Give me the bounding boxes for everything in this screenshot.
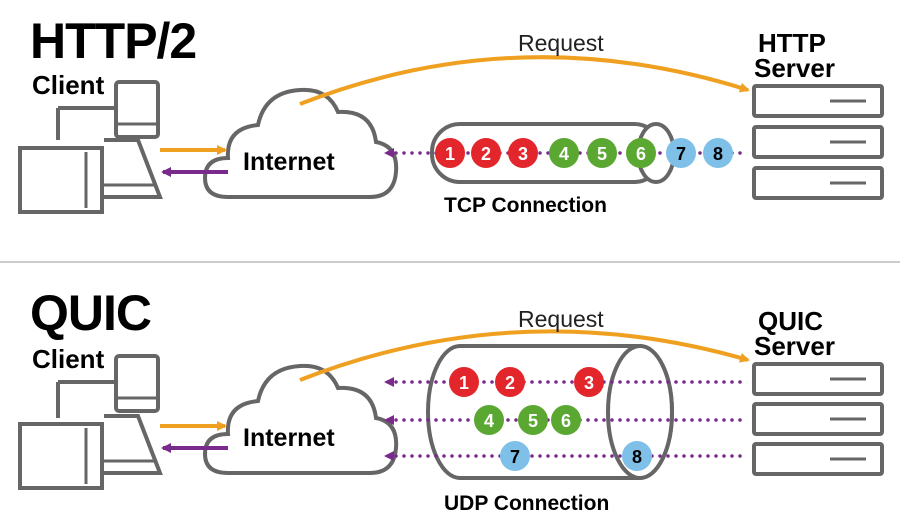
http2-tower-pc-icon xyxy=(18,146,104,214)
quic-packets: 1 2 3 4 5 6 7 8 xyxy=(449,367,652,471)
quic-packet-5-label: 5 xyxy=(528,411,538,431)
tcp-packet-1-label: 1 xyxy=(445,144,455,164)
quic-request-arrow xyxy=(299,329,750,382)
http2-request-label: Request xyxy=(518,30,604,56)
quic-title: QUIC xyxy=(30,285,151,341)
quic-client-label: Client xyxy=(32,344,105,374)
tcp-packet-7-circle xyxy=(666,138,696,168)
quic-packet-2-circle xyxy=(495,367,525,397)
tcp-packet-8-circle xyxy=(703,138,733,168)
quic-packet-8-label: 8 xyxy=(632,447,642,467)
quic-server-label-line2: Server xyxy=(754,331,835,361)
http2-laptop-icon xyxy=(104,138,163,199)
quic-packet-1-circle xyxy=(449,367,479,397)
quic-stream3-arrow-head xyxy=(384,451,394,461)
quic-packet-8-circle xyxy=(622,441,652,471)
quic-packet-1-label: 1 xyxy=(459,373,469,393)
http2-server-rack-icon xyxy=(752,84,884,200)
quic-internet-label: Internet xyxy=(243,424,335,452)
tcp-packets: 1 2 3 4 5 6 7 8 xyxy=(435,138,733,168)
quic-request-label: Request xyxy=(518,306,604,332)
tcp-packet-5-label: 5 xyxy=(597,144,607,164)
quic-internet-cloud-icon xyxy=(202,363,399,475)
udp-connection-label: UDP Connection xyxy=(444,492,609,515)
quic-packet-5-circle xyxy=(518,405,548,435)
http2-section: HTTP/2 Client Internet Request HTTP Serv… xyxy=(18,13,884,217)
quic-client-devices-icon xyxy=(18,354,163,490)
tcp-packet-4-label: 4 xyxy=(559,144,569,164)
tcp-packet-1-circle xyxy=(435,138,465,168)
quic-section: QUIC Client Internet Request QUIC Server xyxy=(18,285,884,515)
quic-tower-pc-icon xyxy=(18,422,104,490)
http2-server-label-line1: HTTP xyxy=(758,28,826,58)
quic-packet-4-circle xyxy=(474,405,504,435)
tcp-packet-3-label: 3 xyxy=(518,144,528,164)
tcp-packet-2-circle xyxy=(471,138,501,168)
http2-server-label-line2: Server xyxy=(754,53,835,83)
http2-internet-cloud-icon xyxy=(202,87,399,199)
tcp-connection-label: TCP Connection xyxy=(444,194,607,217)
tcp-packet-2-label: 2 xyxy=(481,144,491,164)
tcp-packet-3-circle xyxy=(508,138,538,168)
quic-packet-7-label: 7 xyxy=(510,447,520,467)
http2-dotted-arrow-head xyxy=(384,148,394,158)
quic-server-label-line1: QUIC xyxy=(758,306,823,336)
tcp-packet-6-label: 6 xyxy=(636,144,646,164)
tcp-packet-5-circle xyxy=(587,138,617,168)
udp-pipe-end xyxy=(606,344,674,480)
quic-laptop-icon xyxy=(104,414,163,475)
tcp-packet-8-label: 8 xyxy=(713,144,723,164)
quic-packet-6-label: 6 xyxy=(561,411,571,431)
tcp-packet-4-circle xyxy=(549,138,579,168)
quic-stream2-arrow-head xyxy=(384,415,394,425)
http2-internet-label: Internet xyxy=(243,148,335,176)
http2-client-devices-icon xyxy=(18,80,163,214)
quic-packet-4-label: 4 xyxy=(484,411,494,431)
quic-server-rack-icon xyxy=(752,362,884,476)
http2-phone-icon xyxy=(114,80,160,139)
quic-packet-2-label: 2 xyxy=(505,373,515,393)
quic-packet-3-label: 3 xyxy=(584,373,594,393)
http2-title: HTTP/2 xyxy=(30,13,196,69)
quic-packet-6-circle xyxy=(551,405,581,435)
http2-request-arrow xyxy=(299,55,750,106)
tcp-packet-6-circle xyxy=(626,138,656,168)
quic-packet-3-circle xyxy=(574,367,604,397)
http2-client-label: Client xyxy=(32,70,105,100)
quic-packet-7-circle xyxy=(500,441,530,471)
quic-stream1-arrow-head xyxy=(384,377,394,387)
tcp-packet-7-label: 7 xyxy=(676,144,686,164)
quic-phone-icon xyxy=(114,354,160,413)
